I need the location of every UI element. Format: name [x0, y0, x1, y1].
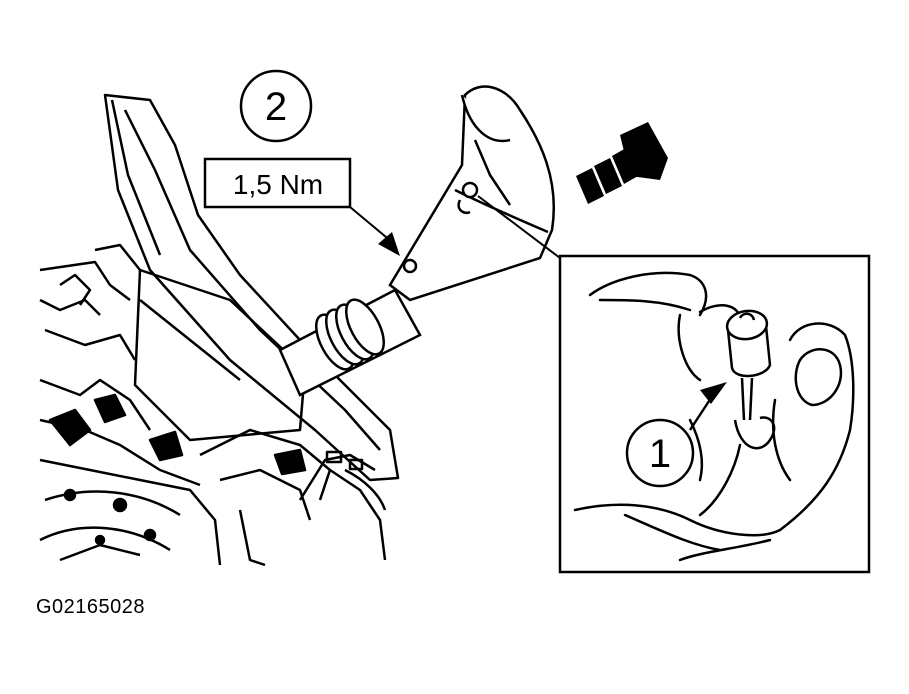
- lever-stalk: [388, 85, 556, 302]
- detail-inset: 1: [558, 254, 871, 574]
- steering-shaft: [278, 288, 422, 397]
- removal-direction-arrow: [576, 122, 668, 204]
- bulb-icon: [725, 309, 776, 450]
- torque-callout: 1,5 Nm: [203, 157, 400, 256]
- torque-leader-line: [349, 206, 393, 243]
- callout-2-circle: [239, 69, 313, 143]
- torque-label-box: [203, 157, 352, 209]
- hand-drawing: [573, 271, 855, 562]
- callout-1-number: 1: [649, 432, 671, 476]
- insert-arrow-icon: [700, 382, 727, 404]
- callout-2-number: 2: [265, 85, 287, 129]
- bulb-socket-icon: [461, 181, 479, 199]
- torque-arrowhead-icon: [378, 232, 400, 256]
- torque-label: 1,5 Nm: [233, 169, 323, 200]
- detail-inset-frame: [558, 254, 871, 574]
- detail-leader-line: [477, 195, 561, 259]
- callout-1-circle: [625, 418, 695, 488]
- screw-hole-icon: [402, 258, 418, 274]
- figure-code: G02165028: [36, 596, 146, 618]
- callout-2: 2: [239, 69, 313, 143]
